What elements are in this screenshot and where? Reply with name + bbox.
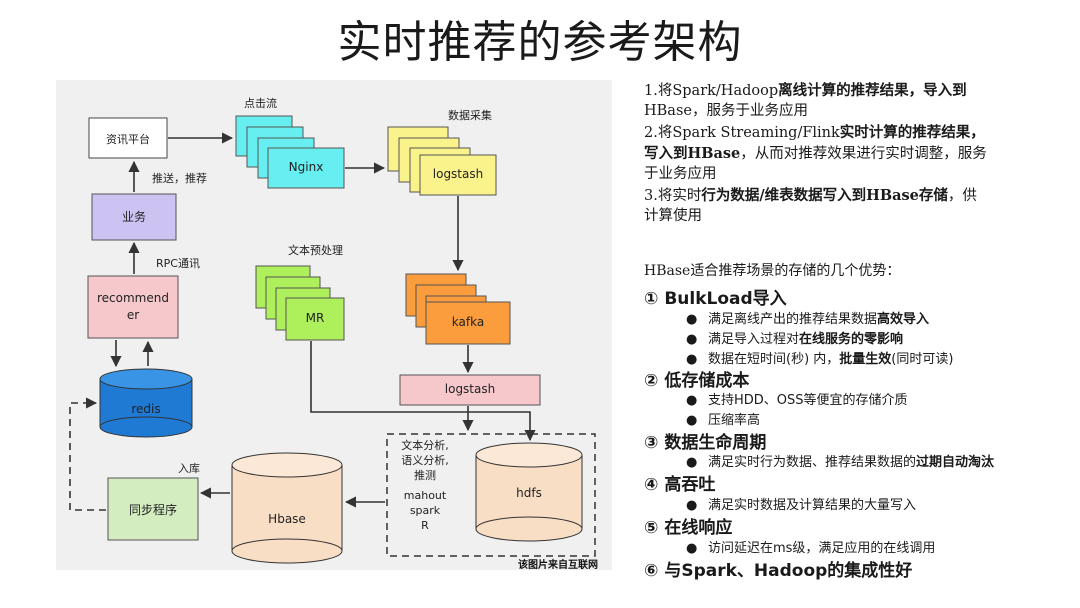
hdfs-cylinder <box>475 442 583 542</box>
advantage-2-bullet-2: ●压缩率高 <box>686 413 761 428</box>
label-ingest: 入库 <box>178 462 200 475</box>
advantage-1-bullet-2: ●满足导入过程对在线服务的零影响 <box>686 332 904 347</box>
advantages-intro: HBase适合推荐场景的存储的几个优势： <box>644 263 901 279</box>
advantage-2-title: ② 低存储成本 <box>644 371 750 391</box>
label-spark: spark <box>409 504 441 517</box>
watermark: 该图片来自互联网 <box>518 560 598 571</box>
note-line-7: 计算使用 <box>644 208 702 224</box>
redis-cylinder <box>99 368 193 438</box>
label-analysis-2: 语义分析, <box>401 454 449 467</box>
label-r: R <box>421 519 429 532</box>
node-hbase: Hbase <box>268 512 306 526</box>
advantage-5-bullet-1: ●访问延迟在ms级，满足应用的在线调用 <box>686 541 936 556</box>
label-text-preprocess: 文本预处理 <box>288 244 343 257</box>
node-logstash-mid: logstash <box>444 382 496 396</box>
diagram-canvas <box>69 115 596 564</box>
note-line-6: 3.将实时行为数据/维表数据写入到HBase存储，供 <box>644 187 977 204</box>
node-mr: MR <box>305 311 325 325</box>
note-line-4: 写入到HBase，从而对推荐效果进行实时调整，服务 <box>644 145 987 162</box>
page-title: 实时推荐的参考架构 <box>337 17 743 68</box>
node-redis: redis <box>131 402 161 416</box>
node-sync: 同步程序 <box>128 503 177 517</box>
advantage-1-bullet-3: ●数据在短时间(秒) 内，批量生效(同时可读) <box>686 352 954 367</box>
advantage-4-title: ④ 高吞吐 <box>644 475 716 495</box>
note-line-3: 2.将Spark Streaming/Flink实时计算的推荐结果， <box>644 124 985 141</box>
analysis-dashed-box <box>386 433 596 557</box>
note-line-1: 1.将Spark/Hadoop离线计算的推荐结果，导入到 <box>644 82 967 99</box>
node-recommender-line2: er <box>126 308 140 322</box>
note-line-5: 于业务应用 <box>644 166 717 182</box>
label-clickstream: 点击流 <box>244 97 277 110</box>
label-mahout: mahout <box>403 489 447 502</box>
arrow-mr-to-hdfs <box>310 341 536 442</box>
node-logstash-top: logstash <box>432 167 484 181</box>
advantage-6-title: ⑥ 与Spark、Hadoop的集成性好 <box>644 561 913 581</box>
note-line-2: HBase，服务于业务应用 <box>644 103 808 119</box>
nginx-stack <box>235 115 345 189</box>
recommender-box <box>87 275 179 339</box>
node-nginx: Nginx <box>288 160 324 174</box>
advantage-3-bullet-1: ●满足实时行为数据、推荐结果数据的过期自动淘汰 <box>686 455 995 470</box>
label-push-recommend: 推送，推荐 <box>152 172 207 185</box>
label-analysis-3: 推测 <box>414 469 436 482</box>
sync-box <box>107 477 199 541</box>
node-info-platform: 资讯平台 <box>106 133 150 146</box>
advantage-5-title: ⑤ 在线响应 <box>644 518 733 538</box>
node-kafka: kafka <box>451 315 485 329</box>
node-hdfs: hdfs <box>516 486 542 500</box>
architecture-diagram: 资讯平台 业务 recommend er redis 同步程序 Hbase Ng… <box>56 80 612 571</box>
business-box <box>91 193 177 241</box>
node-recommender-line1: recommend <box>97 291 169 305</box>
kafka-stack <box>405 273 511 345</box>
mr-stack <box>255 265 345 341</box>
label-analysis-1: 文本分析, <box>401 439 449 452</box>
advantage-3-title: ③ 数据生命周期 <box>644 433 767 453</box>
arrow-sync-to-redis <box>69 397 106 511</box>
label-rpc: RPC通讯 <box>156 257 200 270</box>
node-business: 业务 <box>121 210 146 224</box>
advantage-4-bullet-1: ●满足实时数据及计算结果的大量写入 <box>686 498 917 513</box>
label-data-collection: 数据采集 <box>448 109 492 122</box>
info-platform-box <box>88 117 168 159</box>
advantage-1-title: ① BulkLoad导入 <box>644 289 787 309</box>
advantage-2-bullet-1: ●支持HDD、OSS等便宜的存储介质 <box>686 393 908 408</box>
advantage-1-bullet-1: ●满足离线产出的推荐结果数据高效导入 <box>686 312 930 327</box>
logstash-mid-box <box>399 374 541 406</box>
hbase-cylinder <box>231 452 343 564</box>
logstash-top-stack <box>387 126 497 196</box>
